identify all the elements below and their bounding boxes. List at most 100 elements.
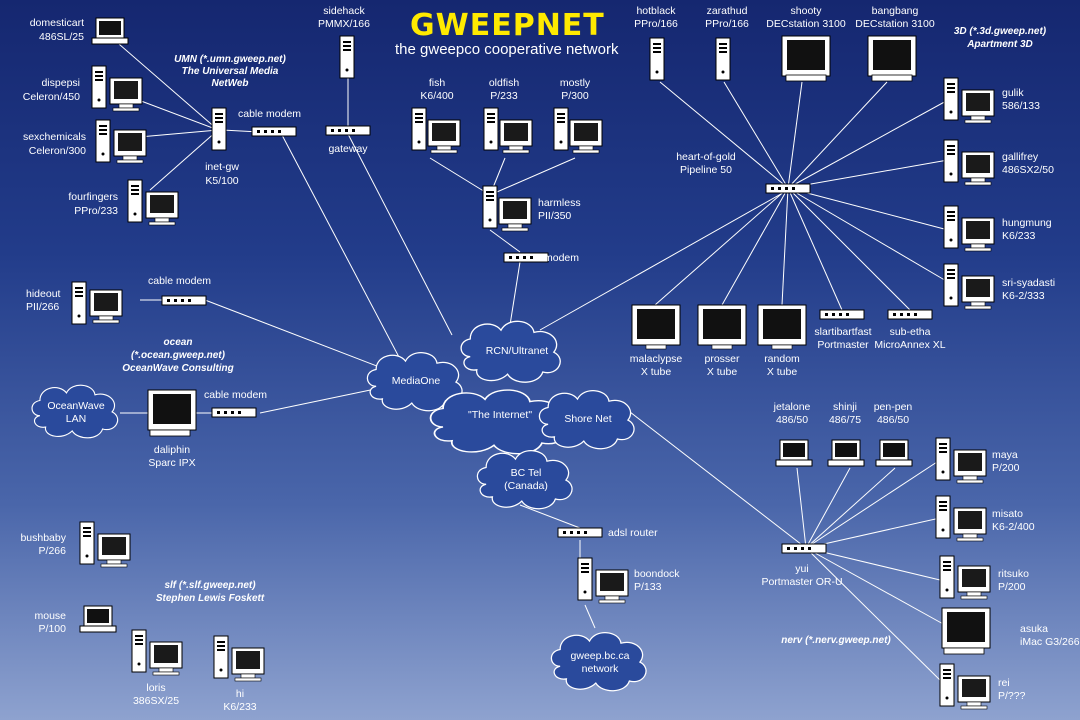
node-misato: misato K6-2/400 xyxy=(935,495,1035,542)
node-dispepsi: dispepsi Celeron/450 xyxy=(23,65,143,112)
svg-text:X tube: X tube xyxy=(707,366,738,378)
svg-text:3D (*.3d.gweep.net): 3D (*.3d.gweep.net) xyxy=(954,26,1047,37)
svg-text:BC Tel: BC Tel xyxy=(511,467,542,479)
node-hotblack: hotblack PPro/166 xyxy=(634,5,678,81)
svg-text:X tube: X tube xyxy=(641,366,672,378)
svg-text:ritsuko: ritsuko xyxy=(998,568,1029,580)
svg-text:slartibartfast: slartibartfast xyxy=(814,326,871,338)
svg-text:OceanWave: OceanWave xyxy=(47,400,105,412)
node-gulik: gulik 586/133 xyxy=(943,77,1040,124)
node-bushbaby: bushbaby P/266 xyxy=(20,521,131,568)
svg-text:inet-gw: inet-gw xyxy=(205,161,239,173)
svg-text:P/200: P/200 xyxy=(992,462,1020,474)
svg-text:modem: modem xyxy=(544,252,579,264)
svg-text:DECstation 3100: DECstation 3100 xyxy=(855,18,935,30)
svg-text:Shore Net: Shore Net xyxy=(564,413,611,425)
node-asuka: asuka iMac G3/266 xyxy=(941,607,1080,655)
svg-text:misato: misato xyxy=(992,508,1023,520)
group-slf: slf (*.slf.gweep.net) Stephen Lewis Fosk… xyxy=(156,580,265,604)
svg-text:cable modem: cable modem xyxy=(204,389,267,401)
svg-text:asuka: asuka xyxy=(1020,623,1048,635)
group-umn: UMN (*.umn.gweep.net) The Universal Medi… xyxy=(174,54,286,89)
svg-text:pen-pen: pen-pen xyxy=(874,401,913,413)
svg-text:hotblack: hotblack xyxy=(636,5,676,17)
svg-text:dispepsi: dispepsi xyxy=(41,77,80,89)
node-random: random X tube xyxy=(757,304,807,378)
svg-text:PII/266: PII/266 xyxy=(26,301,59,313)
svg-text:nerv (*.nerv.gweep.net): nerv (*.nerv.gweep.net) xyxy=(781,635,891,646)
svg-text:ocean: ocean xyxy=(164,337,193,348)
node-maya: maya P/200 xyxy=(935,437,1020,484)
svg-text:hi: hi xyxy=(236,688,244,700)
svg-text:prosser: prosser xyxy=(704,353,740,365)
svg-text:hideout: hideout xyxy=(26,288,61,300)
svg-text:gallifrey: gallifrey xyxy=(1002,151,1039,163)
svg-text:cable modem: cable modem xyxy=(148,275,211,287)
node-domesticart: domesticart 486SL/25 xyxy=(30,17,129,45)
svg-text:sub-etha: sub-etha xyxy=(890,326,931,338)
svg-text:zarathud: zarathud xyxy=(707,5,748,17)
gweepnet-logo: GWEEPNET xyxy=(410,8,605,43)
node-heart-of-gold: heart-of-gold Pipeline 50 xyxy=(676,151,811,194)
svg-text:DECstation 3100: DECstation 3100 xyxy=(766,18,846,30)
node-cable-modem-ocean: cable modem xyxy=(204,389,267,418)
group-nerv: nerv (*.nerv.gweep.net) xyxy=(781,635,891,646)
svg-text:PII/350: PII/350 xyxy=(538,210,571,222)
svg-text:gulik: gulik xyxy=(1002,87,1024,99)
cloud-gweepbc: gweep.bc.ca network xyxy=(550,632,647,692)
svg-text:K6-2/400: K6-2/400 xyxy=(992,521,1035,533)
node-sri-syadasti: sri-syadasti K6-2/333 xyxy=(943,263,1055,310)
svg-text:P/133: P/133 xyxy=(634,581,662,593)
cloud-shorenet: Shore Net xyxy=(538,390,635,450)
svg-text:loris: loris xyxy=(146,682,165,694)
node-mouse: mouse P/100 xyxy=(34,605,117,635)
svg-text:Celeron/450: Celeron/450 xyxy=(23,91,80,103)
node-daliphin: daliphin Sparc IPX xyxy=(147,389,197,469)
svg-text:PPro/166: PPro/166 xyxy=(634,18,678,30)
node-hideout: hideout PII/266 xyxy=(26,281,123,325)
svg-text:boondock: boondock xyxy=(634,568,680,580)
node-modem: modem xyxy=(503,252,579,264)
svg-text:486/75: 486/75 xyxy=(829,414,861,426)
svg-text:(Canada): (Canada) xyxy=(504,480,548,492)
svg-text:shooty: shooty xyxy=(791,5,823,17)
svg-text:gateway: gateway xyxy=(328,143,368,155)
svg-text:NetWeb: NetWeb xyxy=(211,78,248,89)
svg-text:yui: yui xyxy=(795,563,808,575)
svg-text:UMN (*.umn.gweep.net): UMN (*.umn.gweep.net) xyxy=(174,54,286,65)
svg-text:486SL/25: 486SL/25 xyxy=(39,31,84,43)
svg-text:mostly: mostly xyxy=(560,77,591,89)
svg-text:P/100: P/100 xyxy=(39,623,67,635)
svg-text:Portmaster: Portmaster xyxy=(817,339,869,351)
svg-text:486SX2/50: 486SX2/50 xyxy=(1002,164,1054,176)
svg-text:network: network xyxy=(582,663,620,675)
svg-text:K5/100: K5/100 xyxy=(205,175,238,187)
svg-text:586/133: 586/133 xyxy=(1002,100,1040,112)
svg-text:sexchemicals: sexchemicals xyxy=(23,131,86,143)
cloud-internet: "The Internet" xyxy=(429,389,567,455)
cloud-rcn: RCN/Ultranet xyxy=(460,320,561,383)
node-jetalone: jetalone 486/50 xyxy=(773,401,813,467)
node-zarathud: zarathud PPro/166 xyxy=(705,5,749,81)
group-ocean: ocean (*.ocean.gweep.net) OceanWave Cons… xyxy=(122,337,234,374)
subtitle: the gweepco cooperative network xyxy=(395,41,619,58)
svg-text:domesticart: domesticart xyxy=(30,17,84,29)
svg-text:486/50: 486/50 xyxy=(776,414,808,426)
svg-text:"The Internet": "The Internet" xyxy=(468,409,532,421)
node-yui: yui Portmaster OR-U xyxy=(761,543,843,588)
node-cable-modem-hideout: cable modem xyxy=(148,275,211,306)
svg-text:maya: maya xyxy=(992,449,1018,461)
node-shinji: shinji 486/75 xyxy=(827,401,865,467)
node-pen-pen: pen-pen 486/50 xyxy=(874,401,913,467)
node-fourfingers: fourfingers PPro/233 xyxy=(68,179,179,226)
svg-text:PMMX/166: PMMX/166 xyxy=(318,18,370,30)
node-boondock: boondock P/133 xyxy=(577,557,680,604)
svg-text:rei: rei xyxy=(998,677,1010,689)
svg-text:P/300: P/300 xyxy=(561,90,589,102)
svg-text:jetalone: jetalone xyxy=(773,401,811,413)
svg-text:malaclypse: malaclypse xyxy=(630,353,683,365)
svg-text:P/266: P/266 xyxy=(39,545,67,557)
node-sub-etha: sub-etha MicroAnnex XL xyxy=(874,309,946,351)
svg-text:iMac G3/266: iMac G3/266 xyxy=(1020,636,1080,648)
